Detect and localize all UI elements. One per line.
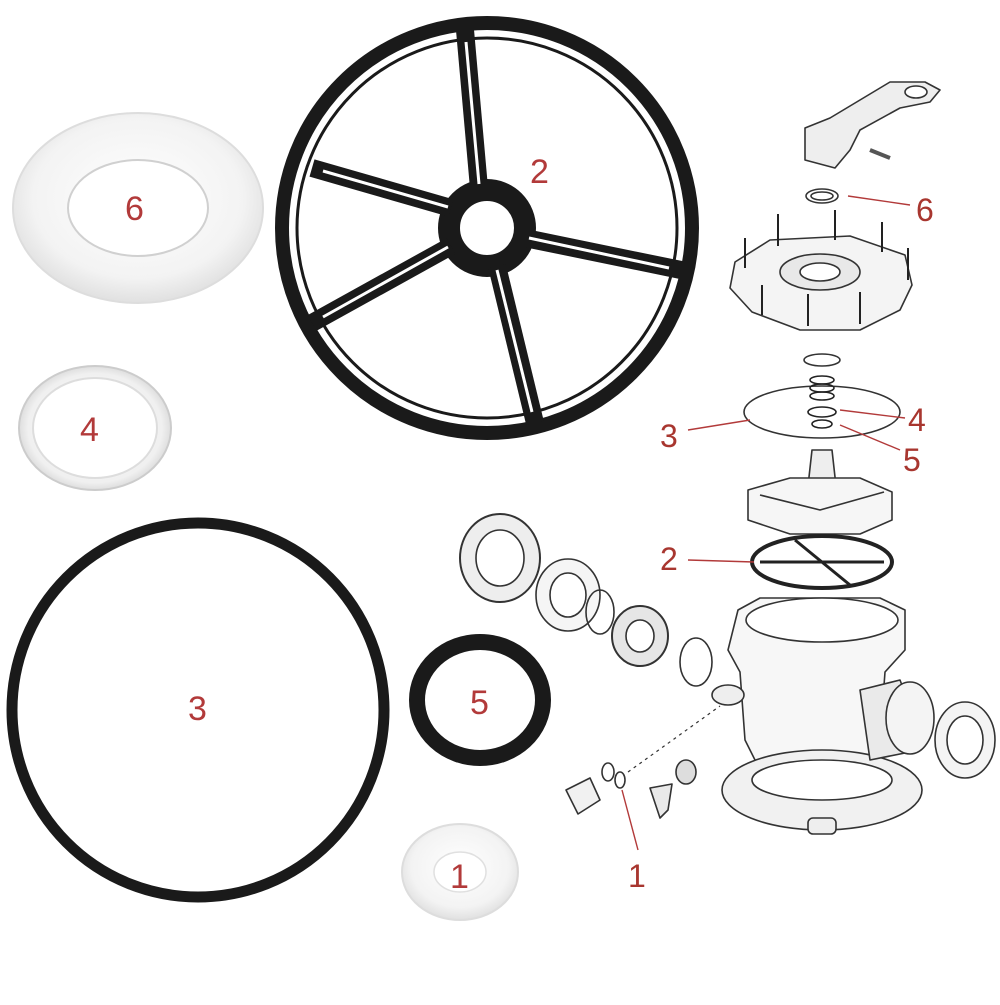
small-o-ring	[409, 634, 551, 766]
white-washer-large	[12, 112, 264, 304]
callout-label-1: 1	[628, 858, 646, 894]
valve-cover	[729, 210, 913, 331]
valve-handle	[804, 81, 941, 169]
callout-lines	[621, 195, 911, 851]
part-label-small-o-ring: 5	[470, 684, 489, 722]
callout-label-5: 5	[903, 442, 921, 478]
callout-label-3: 3	[660, 418, 678, 454]
spider-gasket	[275, 16, 699, 440]
callout-label-6: 6	[916, 192, 934, 228]
small-white-washer	[401, 823, 519, 921]
part-label-large-o-ring: 3	[188, 690, 207, 728]
clear-ring	[18, 365, 172, 491]
part-label-white-washer-large: 6	[125, 190, 144, 228]
callout-label-4: 4	[908, 402, 926, 438]
callout-label-2: 2	[660, 541, 678, 577]
part-label-spider-gasket: 2	[530, 153, 549, 191]
part-label-small-white-washer: 1	[450, 858, 469, 896]
valve-exploded-drawing	[459, 81, 996, 835]
large-o-ring	[6, 517, 390, 903]
part-label-clear-ring: 4	[80, 411, 99, 449]
